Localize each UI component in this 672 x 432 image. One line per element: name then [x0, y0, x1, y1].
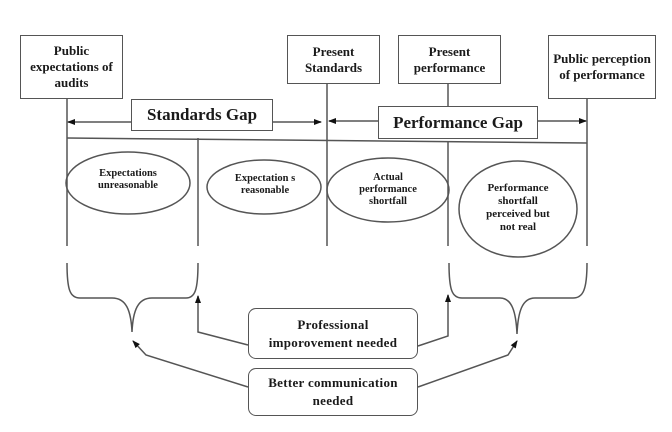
left-brace	[66, 262, 199, 333]
standards-gap-box: Standards Gap	[131, 99, 273, 131]
communication-arrow-left	[132, 340, 249, 388]
performance-gap-box: Performance Gap	[378, 106, 538, 139]
oval-label-expectations-reasonable: Expectation s reasonable	[225, 170, 305, 200]
oval-label-actual-shortfall: Actual performance shortfall	[348, 170, 428, 210]
better-communication-label: Better communication needed	[268, 375, 398, 408]
professional-arrow-left	[195, 295, 249, 346]
oval-label: Actual performance shortfall	[359, 172, 417, 207]
oval-label-perceived-shortfall: Performance shortfall perceived but not …	[478, 180, 558, 236]
oval-expectations-reasonable	[206, 159, 322, 215]
oval-label: Expectations unreasonable	[98, 168, 158, 191]
baseline-line	[66, 137, 588, 144]
oval-actual-shortfall	[326, 157, 450, 223]
oval-expectations-unreasonable	[65, 151, 191, 215]
box-public-expectations: Public expectations of audits	[20, 35, 123, 99]
box-label: Present Standards	[304, 43, 363, 75]
communication-arrow-right	[417, 340, 518, 388]
box-label: Public perception of performance	[553, 51, 651, 82]
box-label: Public expectations of audits	[30, 43, 113, 90]
professional-improvement-label: Professional imporovement needed	[268, 316, 398, 350]
box-label: Present performance	[413, 43, 486, 75]
oval-perceived-shortfall	[458, 160, 578, 258]
oval-label-expectations-unreasonable: Expectations unreasonable	[88, 162, 168, 198]
oval-label: Performance shortfall perceived but not …	[486, 182, 550, 233]
standards-gap-label: Standards Gap	[146, 105, 258, 124]
right-brace	[448, 262, 588, 335]
professional-arrow-right	[417, 294, 451, 347]
box-present-performance: Present performance	[398, 35, 501, 84]
box-present-standards: Present Standards	[287, 35, 380, 84]
professional-improvement-box: Professional imporovement needed	[248, 308, 418, 359]
performance-gap-label: Performance Gap	[393, 112, 523, 132]
better-communication-box: Better communication needed	[248, 368, 418, 416]
box-public-perception: Public perception of performance	[548, 35, 656, 99]
oval-label: Expectation s reasonable	[234, 173, 296, 196]
